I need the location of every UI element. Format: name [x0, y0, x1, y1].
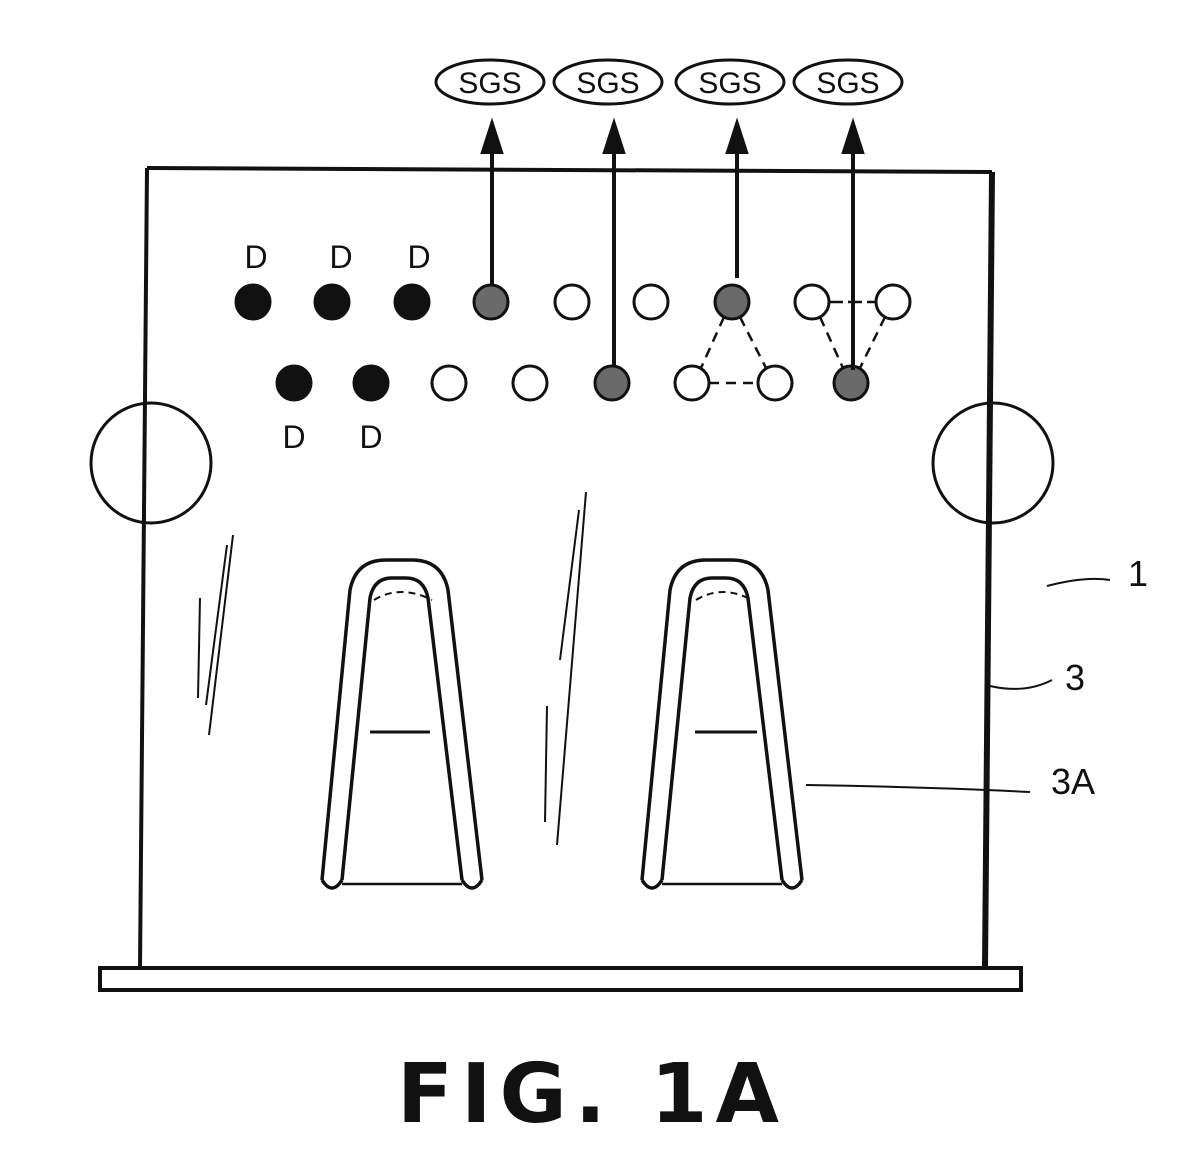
- defect-dot: [354, 366, 388, 400]
- ref-numeral-handle: 3A: [1051, 761, 1095, 802]
- arrow-head: [728, 124, 746, 152]
- dot-row-bottom: [277, 366, 868, 400]
- d-label: D: [359, 419, 382, 455]
- handle-foot: [642, 880, 662, 888]
- sgs-dot: [595, 366, 629, 400]
- shading-line: [198, 598, 200, 698]
- panel-left-edge: [140, 168, 147, 968]
- shading-line: [560, 510, 579, 660]
- d-label: D: [329, 239, 352, 275]
- d-label: D: [244, 239, 267, 275]
- panel-right-edge: [985, 172, 992, 968]
- defect-dot: [236, 285, 270, 319]
- handle-right: [642, 560, 802, 888]
- shading-strokes: [198, 492, 586, 845]
- base-plate: [100, 968, 1021, 990]
- dot-row-top: [236, 285, 910, 319]
- arrow-head: [483, 124, 501, 152]
- sgs-label: SGS: [698, 67, 761, 100]
- dashed-link: [860, 317, 885, 368]
- sgs-dot: [474, 285, 508, 319]
- open-dot: [634, 285, 668, 319]
- handle-hidden-edge: [374, 592, 432, 600]
- handle-foot: [462, 880, 482, 888]
- handle-hidden-edge: [696, 592, 752, 600]
- defect-dot: [315, 285, 349, 319]
- dashed-link: [740, 317, 766, 368]
- ref-numeral-device: 1: [1128, 553, 1148, 594]
- panel-top-edge: [147, 168, 992, 172]
- open-dot: [432, 366, 466, 400]
- shading-line: [557, 492, 586, 845]
- d-label: D: [282, 419, 305, 455]
- sgs-label: SGS: [576, 67, 639, 100]
- sgs-ovals: SGS SGS SGS SGS: [436, 60, 902, 104]
- sgs-label: SGS: [816, 67, 879, 100]
- right-mount-circle: [933, 403, 1053, 523]
- shading-line: [209, 535, 233, 735]
- ref-numeral-panel: 3: [1065, 657, 1085, 698]
- open-dot: [758, 366, 792, 400]
- sgs-dot: [715, 285, 749, 319]
- leader-panel: [990, 680, 1052, 689]
- d-label: D: [407, 239, 430, 275]
- handle-foot: [782, 880, 802, 888]
- dashed-link: [701, 317, 724, 368]
- defect-dot: [277, 366, 311, 400]
- handle-inner-outline: [662, 578, 782, 880]
- open-dot: [675, 366, 709, 400]
- arrow-head: [605, 124, 623, 152]
- open-dot: [876, 285, 910, 319]
- shading-line: [206, 545, 227, 705]
- left-mount-circle: [91, 403, 211, 523]
- dashed-link: [820, 317, 843, 368]
- defect-labels: D D D D D: [244, 239, 430, 455]
- handle-left: [322, 560, 482, 888]
- sgs-dot: [834, 366, 868, 400]
- leader-device: [1047, 579, 1110, 586]
- handle-foot: [322, 880, 342, 888]
- figure-caption: FIG. 1A: [397, 1047, 787, 1142]
- handle-inner-outline: [342, 578, 462, 880]
- defect-dot: [395, 285, 429, 319]
- open-dot: [555, 285, 589, 319]
- shading-line: [545, 706, 547, 822]
- open-dot: [795, 285, 829, 319]
- sgs-label: SGS: [458, 67, 521, 100]
- leader-handle: [806, 785, 1030, 792]
- sgs-arrows: [483, 124, 862, 370]
- arrow-head: [844, 124, 862, 152]
- open-dot: [513, 366, 547, 400]
